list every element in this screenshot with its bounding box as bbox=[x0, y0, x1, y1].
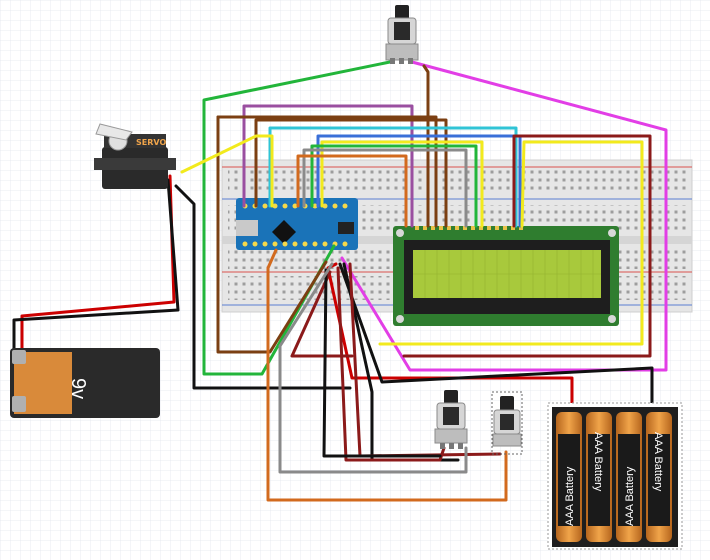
potentiometer-icon bbox=[385, 5, 419, 64]
arduino-nano-icon bbox=[236, 198, 358, 250]
wire-yellow-inner bbox=[320, 140, 484, 228]
wire-black-servo-2 bbox=[174, 184, 352, 390]
wire-yellow-right bbox=[378, 140, 644, 346]
battery-icon: AAA Battery bbox=[556, 412, 582, 542]
aaa-battery-label-1: AAA Battery bbox=[564, 466, 576, 526]
aaa-battery-label-2: AAA Battery bbox=[592, 432, 604, 492]
wire-black-lower-2 bbox=[322, 268, 442, 458]
battery-icon: 9v bbox=[10, 348, 160, 418]
servo-label: SERVO bbox=[136, 138, 166, 147]
aaa-battery-label-3: AAA Battery bbox=[624, 466, 636, 526]
servo-icon: SERVO bbox=[94, 123, 176, 189]
wire-black-servo bbox=[12, 178, 180, 352]
wire-purple bbox=[242, 104, 414, 228]
lcd-16x2-icon bbox=[393, 226, 619, 326]
wire-cyan bbox=[268, 126, 518, 228]
wire-orange-top bbox=[296, 154, 408, 228]
battery-icon: AAA Battery bbox=[646, 412, 672, 542]
wire-brown-left-top bbox=[216, 115, 438, 228]
wire-yellow-servo bbox=[180, 134, 274, 208]
wire-green-inner bbox=[310, 144, 478, 228]
wire-magenta bbox=[340, 60, 668, 372]
wire-darkred-v bbox=[290, 270, 354, 358]
potentiometer-icon bbox=[491, 391, 523, 455]
wire-brown-inner bbox=[254, 118, 448, 228]
wire-green bbox=[202, 60, 392, 376]
battery-icon: AAA Battery bbox=[616, 412, 642, 542]
aaa-battery-label-4: AAA Battery bbox=[652, 432, 664, 492]
wire-orange-long bbox=[266, 248, 508, 502]
battery-9v-label: 9v bbox=[67, 378, 89, 399]
wire-blue bbox=[316, 134, 522, 228]
battery-icon: AAA Battery bbox=[586, 412, 612, 542]
wire-gray-long bbox=[278, 262, 468, 474]
wire-black-lower bbox=[338, 262, 654, 406]
potentiometer-icon bbox=[434, 390, 468, 449]
wire-brown-left bbox=[216, 115, 328, 354]
wires bbox=[12, 60, 668, 502]
wire-darkred-right bbox=[402, 134, 652, 358]
wire-gray-top bbox=[302, 148, 468, 228]
wire-brown-top bbox=[422, 64, 430, 228]
battery-pack: AAA Battery AAA Battery AAA Battery AAA … bbox=[547, 402, 683, 550]
